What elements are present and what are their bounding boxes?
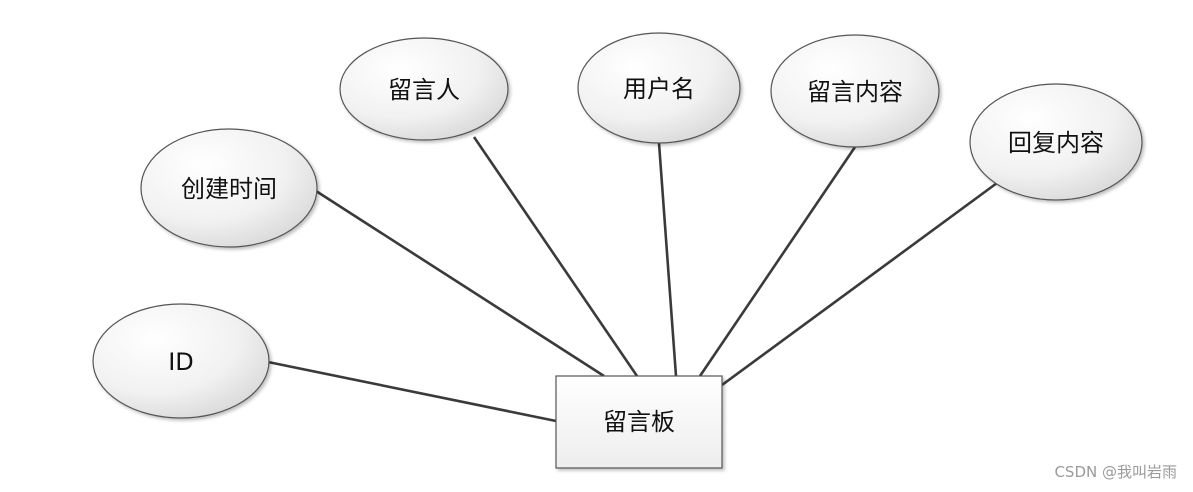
attribute-created-time-label: 创建时间 bbox=[181, 175, 277, 203]
connector-author bbox=[472, 136, 639, 377]
attribute-author bbox=[339, 37, 509, 141]
attribute-author-label: 留言人 bbox=[388, 76, 460, 104]
connector-created-time bbox=[315, 189, 605, 378]
attribute-username-label: 用户名 bbox=[623, 75, 695, 103]
attribute-id bbox=[92, 303, 270, 419]
attribute-username bbox=[577, 32, 741, 144]
attribute-id-label: ID bbox=[168, 348, 194, 376]
connector-username bbox=[657, 142, 678, 377]
attribute-content-label: 留言内容 bbox=[807, 78, 903, 106]
connector-content bbox=[698, 146, 857, 377]
connector-reply bbox=[721, 181, 998, 387]
attribute-content bbox=[770, 34, 940, 148]
attribute-reply bbox=[969, 83, 1143, 201]
entity-label: 留言板 bbox=[603, 408, 675, 436]
attribute-created-time bbox=[140, 128, 318, 248]
attribute-reply-label: 回复内容 bbox=[1008, 129, 1104, 157]
connectors bbox=[267, 136, 998, 423]
entity-box bbox=[555, 375, 723, 469]
watermark: CSDN @我叫岩雨 bbox=[1054, 463, 1177, 481]
connector-id bbox=[267, 360, 557, 423]
